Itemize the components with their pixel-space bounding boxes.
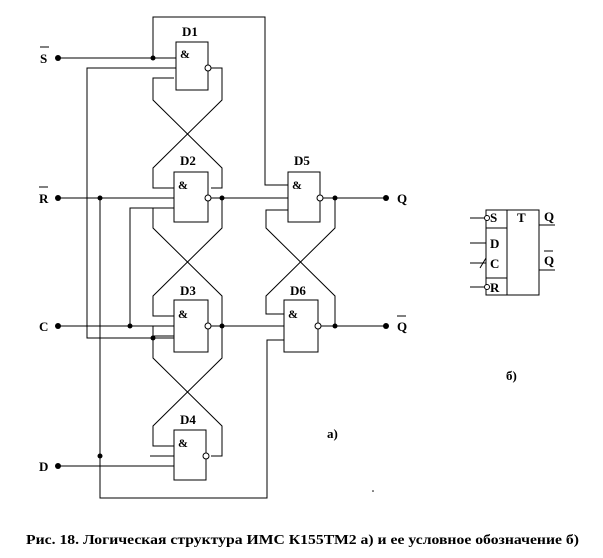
gate-body (175, 41, 209, 91)
symbol-pins (470, 217, 555, 288)
junction (219, 195, 225, 201)
inverter-bubble (204, 194, 212, 202)
terminal-d (55, 463, 61, 469)
symbol-type: T (517, 210, 526, 225)
wire-s-to-d5 (152, 16, 288, 186)
wire-c-up (129, 207, 174, 326)
gate-body (173, 171, 209, 223)
input-label-c: C (39, 319, 48, 334)
clock-edge-mark (479, 257, 487, 269)
junction (127, 323, 133, 329)
gate-label: D1 (182, 24, 198, 39)
symbol-pin-d: D (490, 236, 499, 251)
junction (332, 195, 338, 201)
terminal-s (55, 55, 61, 61)
wire-d6-to-d5 (265, 209, 336, 326)
gate-d5: & D5 (287, 153, 324, 223)
junction (219, 323, 225, 329)
input-label-s-bar: S (40, 51, 47, 66)
gate-label: D5 (294, 153, 310, 168)
junction (97, 453, 103, 459)
gate-op: & (178, 436, 188, 450)
inverter-bubble (484, 284, 490, 290)
gate-body (283, 299, 319, 353)
gate-op: & (292, 178, 302, 192)
symbol-pin-s: S (490, 210, 497, 225)
gate-op: & (180, 47, 190, 61)
gate-op: & (288, 307, 298, 321)
wire-d5-to-d6 (265, 198, 336, 315)
gate-op: & (178, 307, 188, 321)
inverter-bubble (314, 322, 322, 330)
flipflop-symbol: S D C R T Q Q (470, 209, 555, 296)
symbol-pin-r: R (490, 280, 500, 295)
inverter-bubble (316, 194, 324, 202)
inverter-bubble (202, 452, 210, 460)
terminal-q-bar (383, 323, 389, 329)
wire-d4-feedback (86, 67, 176, 339)
terminal-c (55, 323, 61, 329)
wire-d3-to-d4 (152, 326, 223, 447)
symbol-pin-q-bar: Q (544, 253, 554, 268)
wire-d2-down (152, 198, 223, 317)
gate-d6: & D6 (283, 283, 322, 353)
stray-dot (372, 490, 374, 492)
gate-label: D2 (180, 153, 196, 168)
symbol-pin-c: C (490, 256, 499, 271)
symbol-body (485, 209, 540, 296)
junction (150, 335, 156, 341)
terminal-r (55, 195, 61, 201)
output-label-q: Q (397, 191, 407, 206)
junction (150, 55, 156, 61)
gate-d3: & D3 (173, 283, 212, 353)
io-labels: S R C D Q Q (39, 46, 407, 474)
junction (332, 323, 338, 329)
wires (58, 16, 386, 499)
gate-label: D4 (180, 412, 196, 427)
wire-d2-to-d1 (152, 77, 223, 189)
gate-d2: & D2 (173, 153, 212, 223)
gate-op: & (178, 178, 188, 192)
gate-d1: & D1 (175, 24, 212, 91)
junctions (55, 55, 389, 469)
input-label-d: D (39, 459, 48, 474)
terminal-q (383, 195, 389, 201)
wire-r-down (99, 198, 284, 499)
gate-body (173, 299, 209, 353)
part-label-b: б) (506, 368, 517, 383)
gate-label: D6 (290, 283, 306, 298)
part-label-a: а) (327, 426, 338, 441)
figure-caption: Рис. 18. Логическая структура ИМС К155ТМ… (26, 533, 579, 548)
gate-body (173, 429, 207, 481)
inverter-bubble (484, 215, 490, 221)
gate-d4: & D4 (173, 412, 210, 481)
input-label-r-bar: R (39, 191, 49, 206)
inverter-bubble (204, 64, 212, 72)
junction (97, 195, 103, 201)
wire-d4-to-d3 (152, 335, 223, 457)
gate-label: D3 (180, 283, 196, 298)
inverter-bubble (204, 322, 212, 330)
symbol-pin-q: Q (544, 209, 554, 224)
output-label-q-bar: Q (397, 319, 407, 334)
